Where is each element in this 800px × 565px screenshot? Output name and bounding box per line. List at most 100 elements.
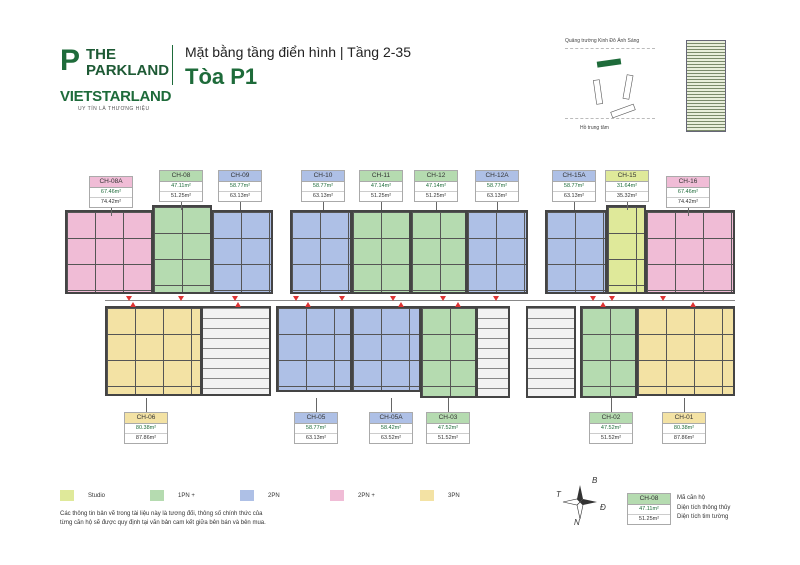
unit-gross-area: 63.13m² [229,193,251,199]
leader-line [391,398,392,412]
leader-line [448,398,449,412]
unit-net-area: 58.77m² [553,182,595,192]
unit-gross-area: 74.42m² [677,199,699,205]
unit-ch-05a[interactable] [351,306,421,392]
corridor [105,300,735,301]
elevator-core [526,306,576,398]
legend-swatch [240,490,254,501]
unit-code: CH-08A [90,177,132,188]
unit-net-area: 67.46m² [90,188,132,198]
leader-line [381,202,382,210]
leader-line [316,398,317,412]
entrance-arrow-icon [660,296,666,301]
legend-swatch [420,490,434,501]
legend-label: 3PN [448,492,460,499]
entrance-arrow-icon [398,302,404,307]
compass-west: T [556,490,561,499]
unit-gross-area: 51.52m² [600,435,622,441]
leader-line [181,202,182,210]
unit-code: CH-02 [590,413,632,424]
leader-line [688,208,689,216]
entrance-arrow-icon [305,302,311,307]
unit-gross-area: 51.52m² [437,435,459,441]
divider [172,45,173,85]
site-map-top-label: Quảng trường Kinh Đô Ánh Sáng [565,38,640,44]
entrance-arrow-icon [590,296,596,301]
unit-code: CH-09 [219,171,261,182]
unit-ch-03[interactable] [420,306,477,398]
legend-label: 1PN + [178,492,195,499]
unit-net-area: 47.11m² [160,182,202,192]
unit-ch-01[interactable] [636,306,735,396]
unit-net-area: 58.77m² [302,182,344,192]
disclaimer-note: Các thông tin bản vẽ trong tài liệu này … [60,511,266,526]
leader-line [436,202,437,210]
unit-ch-06[interactable] [105,306,202,396]
page-title: Mặt bằng tầng điển hình | Tầng 2-35 [185,44,411,60]
developer-tagline: UY TÍN LÀ THƯƠNG HIỆU [78,106,150,112]
unit-net-area: 58.77m² [219,182,261,192]
unit-ch-08[interactable] [152,205,212,294]
unit-ch-10[interactable] [290,210,352,294]
legend-item: 2PN + [330,490,400,501]
leader-line [323,202,324,210]
brand-line1: THE [86,46,116,63]
unit-ch-15a[interactable] [545,210,607,294]
entrance-arrow-icon [390,296,396,301]
unit-ch-16[interactable] [645,210,735,294]
site-map [593,58,636,119]
unit-ch-09[interactable] [211,210,273,294]
entrance-arrow-icon [130,302,136,307]
unit-net-area: 47.14m² [415,182,457,192]
key-tag: CH-08 47.11m² 51.25m² [627,493,671,525]
unit-net-area: 47.14m² [360,182,402,192]
leader-line [611,398,612,412]
unit-net-area: 80.38m² [663,424,705,434]
legend-label: Studio [88,492,106,499]
leader-line [240,202,241,210]
leader-line [146,398,147,412]
unit-net-area: 80.38m² [125,424,167,434]
unit-code: CH-15 [606,171,648,182]
entrance-arrow-icon [455,302,461,307]
unit-gross-area: 63.13m² [563,193,585,199]
tower-elevation [686,40,726,132]
compass-east: Đ [600,503,606,512]
unit-ch-11[interactable] [351,210,411,294]
entrance-arrow-icon [440,296,446,301]
unit-net-area: 58.77m² [295,424,337,434]
unit-net-area: 47.52m² [590,424,632,434]
entrance-arrow-icon [600,302,606,307]
unit-ch-12[interactable] [410,210,467,294]
unit-gross-area: 51.25m² [425,193,447,199]
unit-ch-08a[interactable] [65,210,153,294]
legend-item: 3PN [420,490,490,501]
legend: Studio 1PN + 2PN 2PN + 3PN [60,490,490,501]
entrance-arrow-icon [293,296,299,301]
legend-item: 1PN + [150,490,220,501]
divider [565,48,655,49]
unit-net-area: 67.46m² [667,188,709,198]
unit-code: CH-03 [427,413,469,424]
unit-ch-02[interactable] [580,306,637,398]
legend-label: 2PN [268,492,280,499]
unit-code: CH-10 [302,171,344,182]
unit-code: CH-06 [125,413,167,424]
unit-ch-05[interactable] [276,306,352,392]
entrance-arrow-icon [609,296,615,301]
unit-net-area: 58.77m² [476,182,518,192]
legend-swatch [150,490,164,501]
unit-net-area: 31.64m² [606,182,648,192]
unit-ch-12a[interactable] [466,210,528,294]
unit-ch-15[interactable] [606,205,646,294]
unit-gross-area: 87.86m² [673,435,695,441]
